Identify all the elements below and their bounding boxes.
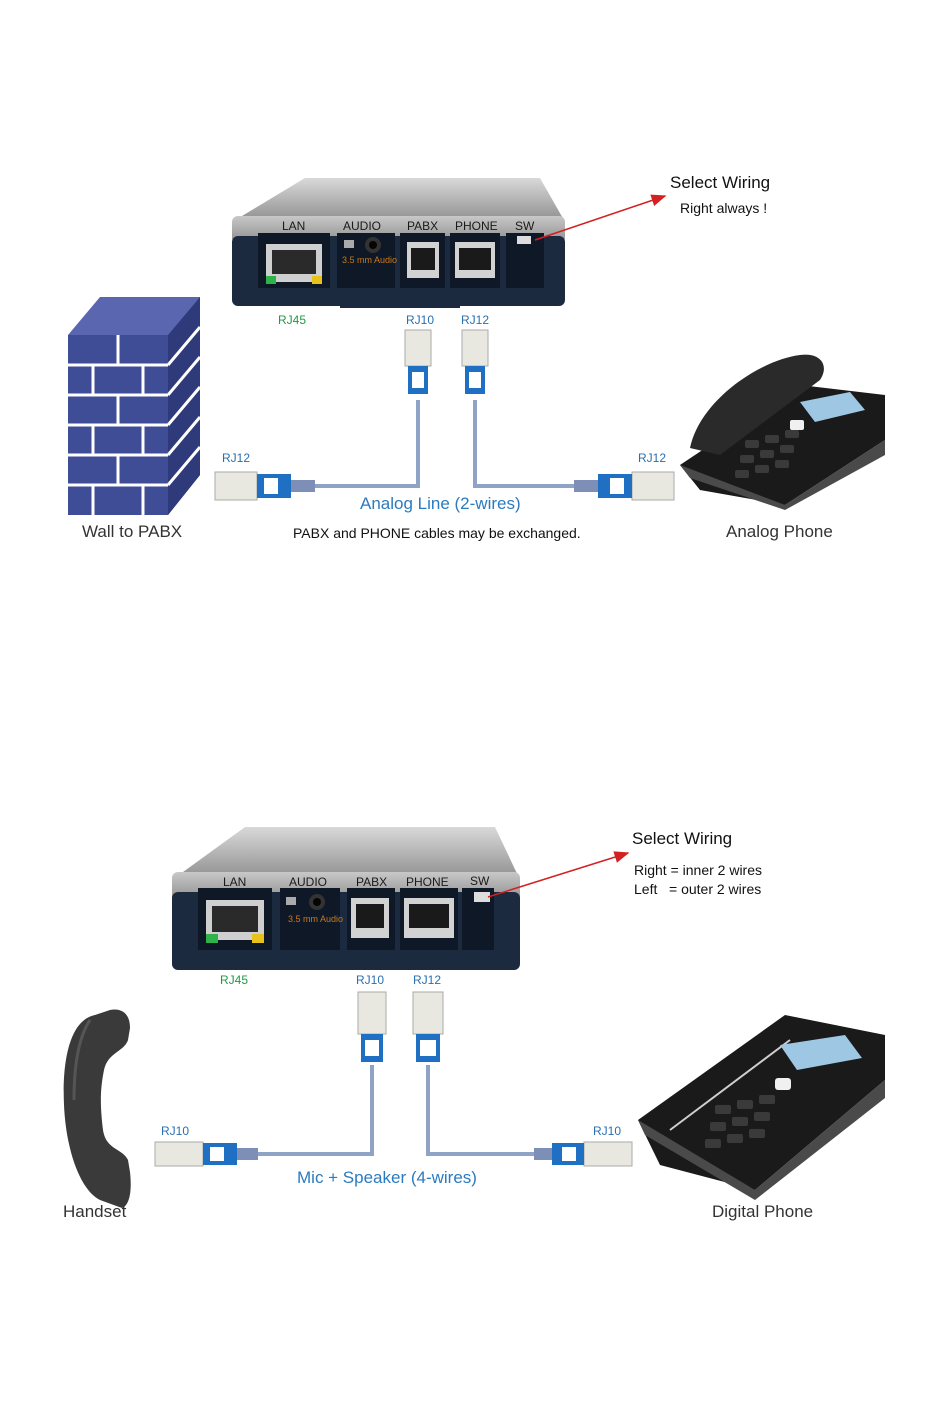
rj12-device-label: RJ12 [413,973,442,987]
brick-wall-icon [68,297,202,515]
voip-device-icon [172,827,520,970]
rj45-label: RJ45 [278,313,307,327]
rj10-device-label: RJ10 [356,973,385,987]
desk-phone-icon [680,354,885,510]
port-label-sw: SW [515,219,535,233]
analog-line-drawing [68,178,885,515]
mic-speaker-cables [258,1065,534,1156]
handset-caption: Handset [63,1202,127,1221]
port-label-lan: LAN [223,875,247,889]
port-label-pabx: PABX [356,875,388,889]
wall-caption: Wall to PABX [82,522,183,541]
digital-phone-caption: Digital Phone [712,1202,814,1221]
port-label-audio: AUDIO [343,219,382,233]
voip-device-icon [232,178,565,308]
analog-phone-caption: Analog Phone [726,522,833,541]
select-wiring-title: Select Wiring [632,829,733,848]
port-label-audio: AUDIO [289,875,328,889]
port-label-lan: LAN [282,219,306,233]
rj-connector-icon [214,329,675,501]
rj12-right-label: RJ12 [638,451,667,465]
port-label-sw: SW [470,874,490,888]
mic-speaker-diagram: LAN AUDIO PABX PHONE SW 3.5 mm Audio RJ4… [0,660,950,1280]
select-wiring-left: Left = outer 2 wires [634,881,762,897]
port-label-phone: PHONE [455,219,498,233]
rj12-device-label: RJ12 [461,313,490,327]
mic-speaker-label: Mic + Speaker (4-wires) [297,1168,477,1187]
rj10-device-label: RJ10 [406,313,435,327]
port-label-phone: PHONE [406,875,449,889]
select-wiring-note: Right always ! [680,200,768,216]
rj12-left-label: RJ12 [222,451,251,465]
select-wiring-arrow [487,851,630,898]
desk-phone-icon [638,1015,885,1200]
rj10-right-label: RJ10 [593,1124,622,1138]
select-wiring-right: Right = inner 2 wires [634,862,763,878]
handset-icon [63,1009,131,1208]
rj-connector-icon [154,991,633,1167]
analog-cables [315,400,580,488]
mic-speaker-drawing [63,827,885,1208]
rj10-left-label: RJ10 [161,1124,190,1138]
exchange-note: PABX and PHONE cables may be exchanged. [293,525,581,541]
audio-jack-label: 3.5 mm Audio [288,914,344,924]
analog-line-label: Analog Line (2-wires) [360,494,521,513]
select-wiring-title: Select Wiring [670,173,771,192]
port-label-pabx: PABX [407,219,439,233]
audio-jack-label: 3.5 mm Audio [342,255,398,265]
rj45-label: RJ45 [220,973,249,987]
analog-line-diagram: LAN AUDIO PABX PHONE SW 3.5 mm Audio RJ4… [0,0,950,620]
select-wiring-arrow [534,194,667,241]
